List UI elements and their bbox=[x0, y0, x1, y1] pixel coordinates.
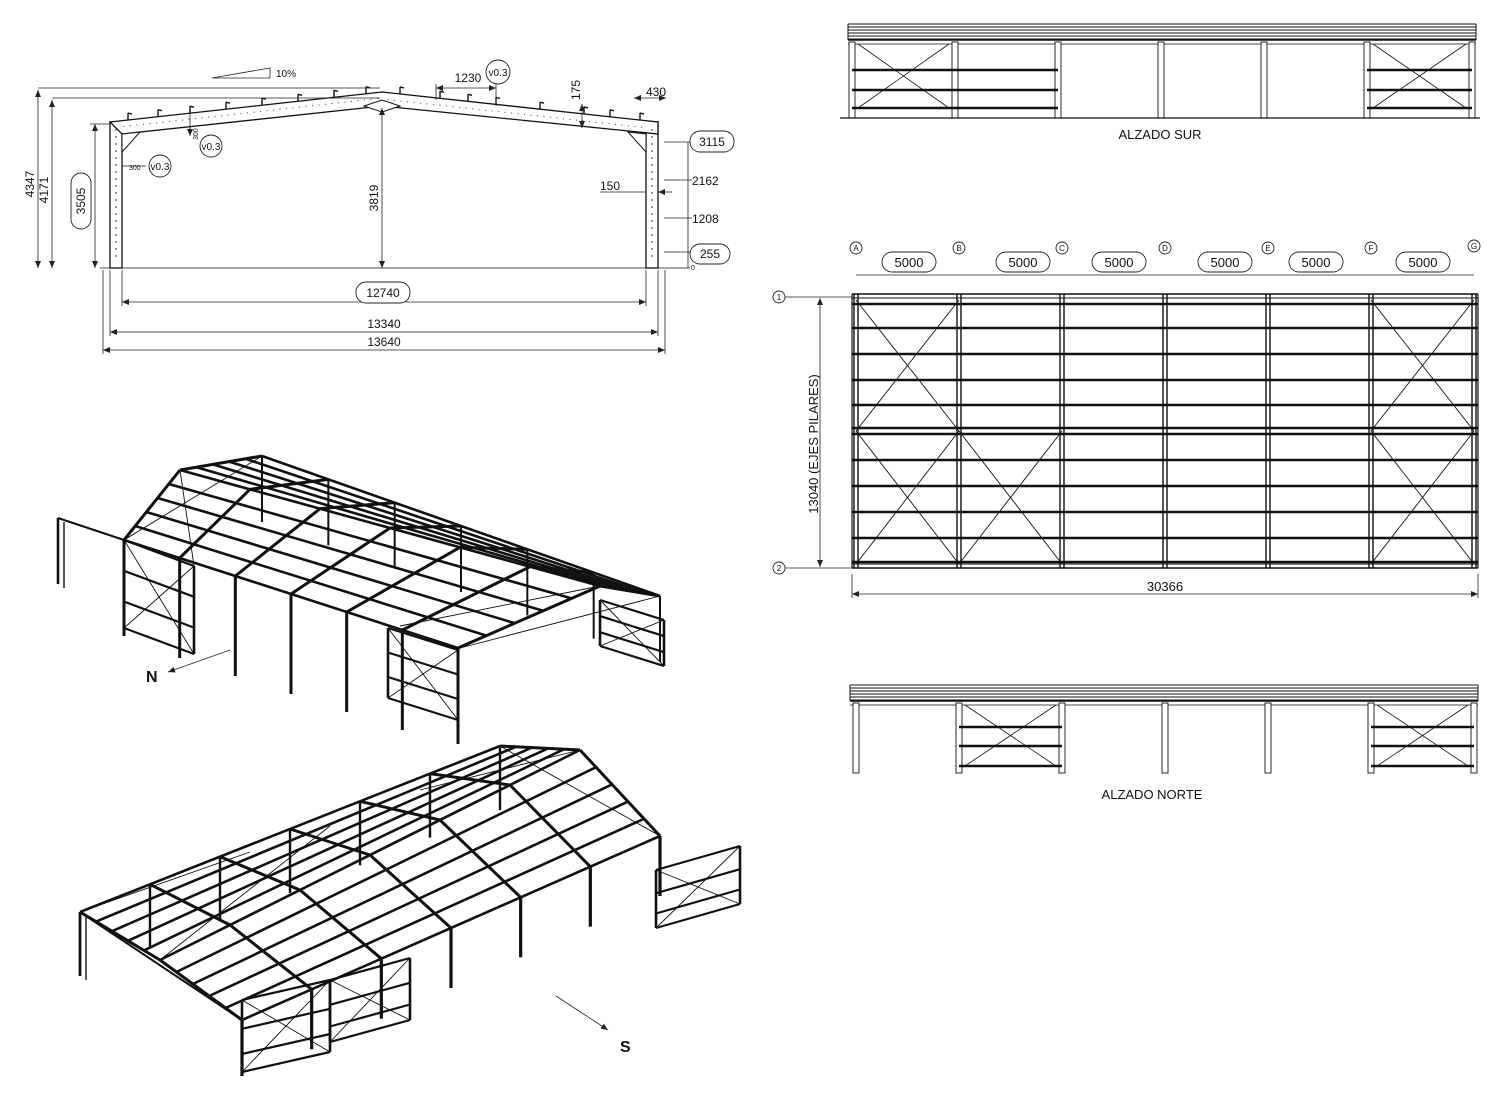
north-label: N bbox=[146, 669, 158, 686]
axis-2: 2 bbox=[777, 564, 782, 573]
dim-175: 175 bbox=[569, 80, 583, 100]
callout-v03-left: v0.3 bbox=[151, 162, 170, 173]
isometric-view-north bbox=[56, 454, 666, 744]
dim-0: 0 bbox=[691, 265, 695, 272]
slope-label: 10% bbox=[276, 69, 296, 80]
dim-3115: 3115 bbox=[699, 135, 725, 149]
dim-4171: 4171 bbox=[37, 176, 51, 203]
span-A-B: 5000 bbox=[895, 255, 924, 270]
dim-300-mid: 300 bbox=[193, 128, 200, 140]
span-C-D: 5000 bbox=[1105, 255, 1134, 270]
callout-v03-top: v0.3 bbox=[489, 68, 508, 79]
dim-150: 150 bbox=[600, 179, 620, 193]
dim-4347: 4347 bbox=[23, 170, 37, 197]
dim-255: 255 bbox=[700, 247, 720, 261]
dim-13640: 13640 bbox=[367, 335, 401, 349]
north-elevation bbox=[849, 684, 1479, 774]
span-E-F: 5000 bbox=[1302, 255, 1331, 270]
dim-300-left: 300 bbox=[129, 165, 141, 172]
axis-D: D bbox=[1162, 244, 1168, 253]
plan-annotations: 13040 (EJES PILARES) 30366 1 2 bbox=[772, 290, 1479, 598]
span-D-E: 5000 bbox=[1211, 255, 1240, 270]
south-elevation-title: ALZADO SUR bbox=[1118, 127, 1201, 142]
bolt-holes bbox=[115, 97, 653, 257]
plan-height-label: 13040 (EJES PILARES) bbox=[806, 374, 821, 513]
north-elevation-title: ALZADO NORTE bbox=[1102, 787, 1203, 802]
plan-length-label: 30366 bbox=[1147, 579, 1183, 594]
axis-G: G bbox=[1471, 242, 1477, 251]
dim-430: 430 bbox=[646, 85, 666, 99]
roof-plan bbox=[851, 293, 1479, 569]
span-F-G: 5000 bbox=[1409, 255, 1438, 270]
axis-C: C bbox=[1059, 244, 1065, 253]
purlins bbox=[127, 86, 645, 121]
callout-v03-mid: v0.3 bbox=[202, 142, 221, 153]
slope-indicator bbox=[211, 67, 271, 79]
dim-3819: 3819 bbox=[367, 184, 381, 211]
axis-E: E bbox=[1265, 244, 1270, 253]
portal-frame-section: 10% 4347 4171 3505 300 v0.3 300 v0.3 381… bbox=[23, 59, 735, 354]
plan-span-dimensions: 5000 5000 5000 5000 5000 5000 bbox=[856, 251, 1474, 276]
axis-F: F bbox=[1369, 244, 1374, 253]
axis-A: A bbox=[853, 244, 859, 253]
span-B-C: 5000 bbox=[1009, 255, 1038, 270]
south-label: S bbox=[620, 1039, 631, 1056]
dim-13340: 13340 bbox=[367, 317, 401, 331]
axis-B: B bbox=[956, 244, 961, 253]
dim-1230: 1230 bbox=[455, 71, 482, 85]
south-elevation bbox=[840, 23, 1480, 119]
dim-1208: 1208 bbox=[692, 212, 719, 226]
south-compass: S bbox=[555, 995, 631, 1056]
dim-2162: 2162 bbox=[692, 174, 719, 188]
axis-1: 1 bbox=[777, 293, 782, 302]
dim-3505: 3505 bbox=[74, 187, 88, 214]
plan-axis-labels: A B C D E F G bbox=[849, 239, 1481, 255]
north-compass: N bbox=[146, 649, 231, 686]
isometric-view-south bbox=[78, 744, 742, 1076]
dim-12740: 12740 bbox=[366, 286, 400, 300]
